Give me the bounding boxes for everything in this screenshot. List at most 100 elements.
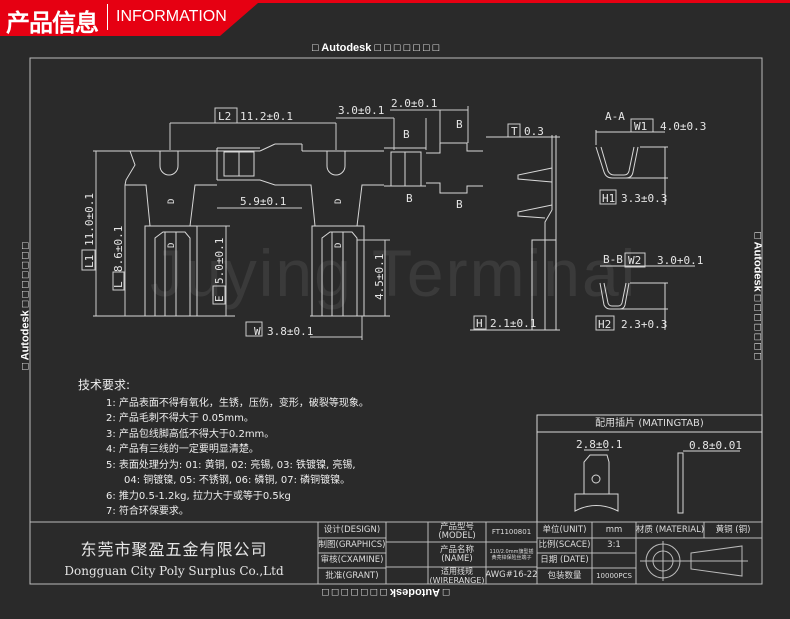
- dim-3-0: 3.0±0.1: [338, 104, 384, 117]
- drawing-line: [245, 321, 263, 337]
- requirement-item: 3: 产品包线脚高低不得大于0.2mm。: [106, 428, 275, 440]
- dim-w-tag: W: [254, 325, 261, 338]
- title-block-grid: [30, 521, 762, 584]
- dim-l-tag: L: [112, 281, 125, 288]
- section-b-mark: B: [456, 118, 463, 131]
- date-label: 日期 (DATE): [540, 555, 589, 565]
- drawing-line: [112, 271, 125, 291]
- company-block: 东莞市聚盈五金有限公司 Dongguan City Poly Surplus C…: [30, 522, 318, 578]
- header-bar: 产品信息 INFORMATION: [0, 0, 790, 37]
- section-b-mark: B: [403, 128, 410, 141]
- drawing-line: D: [167, 243, 177, 248]
- drawing-line: D: [167, 199, 177, 204]
- quantity-label: 包装数量: [547, 570, 582, 581]
- requirement-item: 2: 产品毛刺不得大于 0.05mm。: [106, 413, 254, 424]
- drawing-line: [603, 282, 627, 307]
- unit-label: 单位(UNIT): [542, 524, 587, 535]
- header-divider: [107, 4, 108, 30]
- dim-t-tag: T: [511, 125, 518, 138]
- dim-h: 2.1±0.1: [490, 317, 536, 330]
- drawing-line: [544, 209, 556, 331]
- section-a-a-label: A-A: [605, 110, 625, 123]
- dim-w2-tag: W2: [628, 254, 641, 267]
- drawing-line: [426, 142, 483, 154]
- drawing-line: [473, 315, 487, 330]
- dim-t: 0.3: [524, 125, 544, 138]
- dim-l2-tag: L2: [218, 110, 231, 123]
- dim-h2-tag: H2: [598, 318, 611, 331]
- drawing-line: [154, 231, 191, 316]
- drawing-line: [311, 225, 365, 317]
- dim-h1-tag: H1: [602, 192, 615, 205]
- name-label: 产品名称 (NAME): [439, 544, 474, 564]
- d-mark: D: [167, 199, 177, 204]
- material-value: 黄铜 (铜): [715, 524, 751, 535]
- drawing-line: [517, 204, 553, 219]
- drawing-line: [591, 474, 601, 484]
- drawing-line: L2 11.2±0.1 3.0±0.1 2.0±0.1 5.9±0.1 B B …: [83, 97, 742, 452]
- drawing-line: [574, 493, 619, 512]
- dim-5-9: 5.9±0.1: [240, 195, 286, 208]
- model-value: FT1100801: [491, 527, 532, 536]
- requirement-item: 5: 表面处理分为: 01: 黄铜, 02: 亮锡, 03: 铁镀镍, 亮锡,: [106, 459, 356, 471]
- drawing-line: [624, 252, 646, 268]
- mating-tab-title: 配用插片 (MATINGTAB): [595, 418, 704, 429]
- dim-h-tag: H: [476, 317, 483, 330]
- drawing-line: [595, 315, 615, 331]
- requirement-item: 7: 符合环保要求。: [106, 506, 189, 517]
- section-b-b: [599, 265, 695, 330]
- dim-l: 8.6±0.1: [112, 226, 125, 272]
- section-a-a: [595, 130, 668, 205]
- drawing-line: [125, 184, 151, 227]
- drawing-line: D: [334, 199, 344, 204]
- dim-e-tag: E: [213, 295, 226, 302]
- dim-w: 3.8±0.1: [267, 325, 313, 338]
- d-mark: D: [334, 199, 344, 204]
- header-background: [0, 0, 790, 36]
- material-label: 材质 (MATERIAL): [635, 524, 705, 535]
- wire-range-label: 适用线规 (WIRERANGE): [429, 566, 485, 585]
- requirement-item: 04: 铜镀镍, 05: 不锈钢, 06: 磷铜, 07: 磷铜镀镍。: [124, 475, 351, 486]
- header-title-cn: 产品信息: [6, 9, 99, 37]
- drawing-line: [144, 225, 198, 317]
- drawing-line: [600, 146, 635, 176]
- watermark: Juying Terminal: [150, 236, 638, 310]
- drawing-line: E5.0±0.1: [213, 238, 226, 302]
- requirement-item: 1: 产品表面不得有氧化，生锈，压伤，变形，破裂等现象。: [106, 397, 369, 409]
- drawing-line: [390, 151, 422, 187]
- dim-w1: 4.0±0.3: [660, 120, 706, 133]
- model-label: 产品型号 (MODEL): [438, 522, 476, 541]
- dim-l2: 11.2±0.1: [240, 110, 293, 123]
- requirements-heading: 技术要求:: [78, 378, 131, 392]
- drawing-line: L1 11.0±0.1: [83, 193, 96, 268]
- dim-l1: 11.0±0.1: [83, 193, 96, 246]
- design-label: 设计(DESIGN): [323, 524, 381, 535]
- dim-l1-tag: L1: [83, 255, 96, 268]
- drawing-line: [595, 146, 639, 179]
- autodesk-label-top: □ Autodesk □ □ □ □ □ □ □: [312, 42, 440, 54]
- wire-range-value: AWG#16-22: [485, 570, 538, 580]
- drawing-line: [321, 231, 358, 316]
- drawing-line: L 8.6±0.1: [112, 226, 125, 288]
- drawing-line: [690, 545, 743, 577]
- unit-value: mm: [605, 524, 623, 535]
- drawing-line: [259, 143, 276, 152]
- technical-requirements: 技术要求: 1: 产品表面不得有氧化，生锈，压伤，变形，破裂等现象。 2: 产品…: [78, 378, 369, 520]
- dim-w1-tag: W1: [634, 120, 647, 133]
- drawing-line: [599, 282, 630, 310]
- scale-label: 比例(SCACE): [538, 540, 591, 550]
- drawing-line: [81, 249, 96, 271]
- dim-h2: 2.3+0.3: [621, 318, 667, 331]
- drawing-line: 4.5±0.1: [373, 254, 386, 300]
- drawing-line: [214, 107, 238, 124]
- drawing-line: [426, 182, 483, 194]
- quantity-value: 10000PCS: [596, 571, 632, 580]
- examine-label: 审核(CXAMINE): [320, 555, 384, 565]
- scale-value: 3:1: [607, 540, 621, 550]
- drawing-line: [0, 0, 790, 36]
- dim-4-5: 4.5±0.1: [373, 254, 386, 300]
- drawing-line: [302, 184, 316, 227]
- drawing-line: [326, 151, 346, 176]
- drawing-line: [159, 151, 179, 176]
